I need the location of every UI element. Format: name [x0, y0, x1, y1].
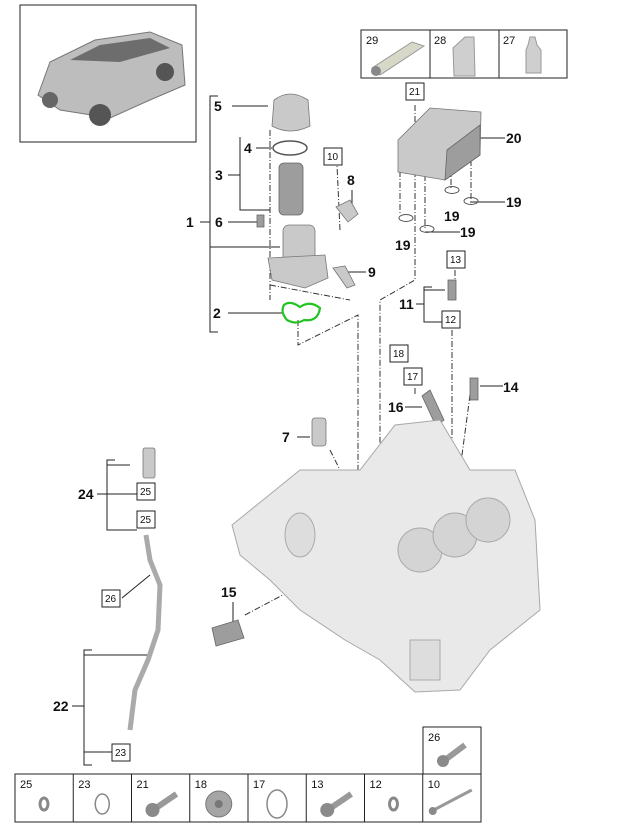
ref-box-17[interactable]: 17: [403, 367, 423, 386]
ref-box-12[interactable]: 12: [441, 310, 461, 329]
dipstick-tube: [127, 534, 163, 731]
part-cell-17[interactable]: 17: [247, 774, 288, 822]
bolt-icon: [437, 742, 467, 767]
part-cell-29[interactable]: 29: [366, 35, 426, 76]
callout-16: 16: [388, 399, 404, 415]
part-cell-23[interactable]: 23: [72, 774, 110, 822]
ref-box-18[interactable]: 18: [389, 344, 409, 363]
callout-5: 5: [214, 98, 222, 114]
svg-text:10: 10: [327, 152, 339, 163]
bolt-icon: [320, 791, 353, 817]
part-number: 23: [78, 779, 90, 791]
seal-ring-icon: [388, 796, 399, 812]
ref-box-21[interactable]: 21: [405, 82, 425, 101]
callout-24: 24: [78, 486, 94, 502]
callout-4: 4: [244, 140, 252, 156]
part-cell-28[interactable]: 28: [434, 35, 476, 77]
oil-bottle-icon: [525, 36, 542, 74]
ref-box-25[interactable]: 25: [136, 482, 156, 501]
vehicle-thumbnail: [19, 4, 197, 143]
bolt-icon: [145, 791, 179, 817]
small-parts-table: 25 23 21 18 17 13 12 10: [14, 773, 482, 823]
callout-15: 15: [221, 584, 237, 600]
callout-7: 7: [282, 429, 290, 445]
ref-box-26[interactable]: 26: [101, 589, 121, 608]
svg-text:29: 29: [366, 35, 378, 47]
part-cell-27[interactable]: 27: [503, 35, 542, 74]
svg-text:26: 26: [105, 594, 117, 605]
part-number: 13: [311, 779, 323, 791]
svg-text:18: 18: [393, 349, 405, 360]
callout-6: 6: [215, 214, 223, 230]
part-cell-21[interactable]: 21: [131, 774, 179, 822]
part-cell-26[interactable]: 26: [422, 726, 482, 775]
callout-1: 1: [186, 214, 194, 230]
engine-block: [231, 419, 541, 693]
gasket-icon: [281, 301, 322, 324]
svg-text:25: 25: [140, 487, 152, 498]
svg-text:12: 12: [445, 315, 457, 326]
part-cell-25[interactable]: 25: [20, 779, 50, 812]
long-bolt-icon: [428, 788, 473, 815]
accessory-parts-table: 29 28 27: [360, 29, 568, 79]
svg-text:17: 17: [407, 372, 419, 383]
ref-box-25[interactable]: 25: [136, 510, 156, 529]
part-number: 18: [195, 779, 207, 791]
svg-text:21: 21: [409, 87, 421, 98]
callout-11: 11: [399, 296, 414, 312]
seal-ring-icon: [38, 796, 50, 812]
part-cell-13[interactable]: 13: [305, 774, 353, 822]
ref-box-10[interactable]: 10: [323, 147, 343, 166]
svg-text:27: 27: [503, 35, 515, 47]
o-ring-icon: [266, 789, 288, 819]
part-cell-10[interactable]: 10: [422, 774, 473, 822]
sensors: [142, 279, 479, 647]
callout-2: 2: [213, 305, 221, 321]
part-cell-18[interactable]: 18: [189, 774, 233, 822]
ref-box-13[interactable]: 13: [446, 250, 466, 269]
boxed-refs: 10 21 13 12 18 17 25 25 26 23: [101, 82, 466, 762]
callout-19: 19: [506, 194, 522, 210]
part-number: 17: [253, 779, 265, 791]
callout-9: 9: [368, 264, 376, 280]
callouts: 5 4 3 1 6 8 9 2 20 19 19 19 19 11 14 16 …: [53, 98, 522, 714]
callout-19: 19: [460, 224, 476, 240]
callout-19: 19: [444, 208, 460, 224]
callout-19: 19: [395, 237, 411, 253]
svg-text:13: 13: [450, 255, 462, 266]
plug-screw-icon: [205, 790, 233, 818]
part-cell-12[interactable]: 12: [364, 774, 399, 822]
callout-22: 22: [53, 698, 69, 714]
svg-text:26: 26: [428, 732, 440, 744]
callout-3: 3: [215, 167, 223, 183]
svg-text:28: 28: [434, 35, 446, 47]
svg-text:25: 25: [140, 515, 152, 526]
oil-filter-assembly: [256, 93, 359, 324]
part-number: 10: [428, 779, 440, 791]
callout-14: 14: [503, 379, 519, 395]
ref-box-23[interactable]: 23: [111, 743, 131, 762]
oil-canister-icon: [452, 36, 476, 77]
o-ring-icon: [94, 793, 110, 815]
callout-8: 8: [347, 172, 355, 188]
callout-20: 20: [506, 130, 522, 146]
part-number: 21: [137, 779, 149, 791]
svg-text:23: 23: [115, 748, 127, 759]
oil-cooler: [397, 107, 482, 233]
part-number: 12: [370, 779, 382, 791]
part-number: 25: [20, 779, 32, 791]
